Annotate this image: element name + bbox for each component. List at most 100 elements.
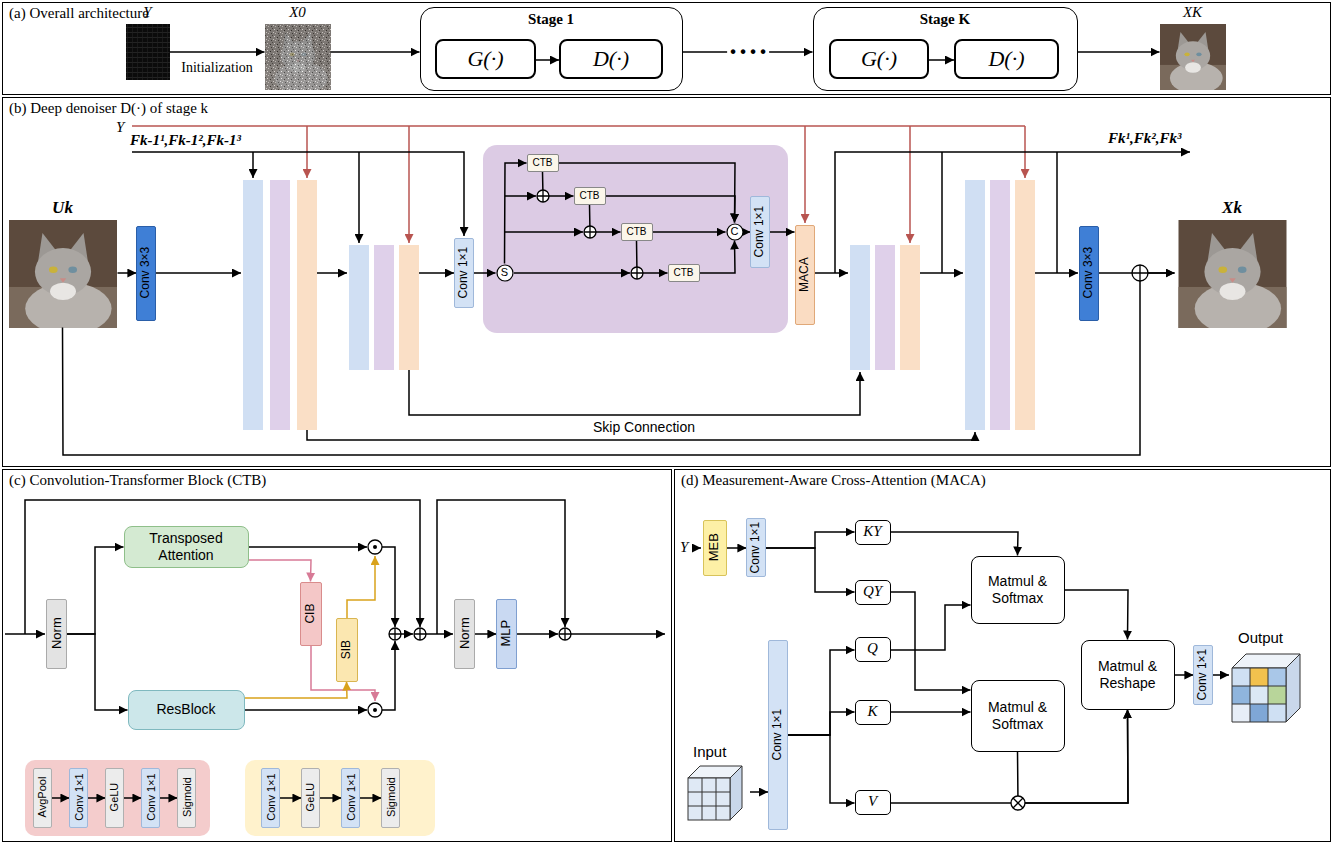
input-cube-side [730, 766, 742, 820]
feature-wire [835, 152, 1190, 273]
box-label: Norm [457, 618, 471, 650]
encoder-bar [349, 245, 369, 370]
connector-arrow [770, 231, 795, 233]
box-label: Conv 1×1 [771, 709, 784, 761]
connector-arrow [788, 735, 855, 803]
flow-wire [419, 272, 454, 274]
connector-arrow [929, 59, 954, 61]
box-label: Conv 3×3 [139, 247, 152, 299]
decoder-bar [990, 180, 1010, 430]
activation-box: Sigmoid [177, 768, 195, 828]
activation-box: GeLU [301, 768, 319, 828]
measurement-image [126, 24, 170, 80]
connector-arrow [788, 650, 855, 735]
connector-arrow [474, 272, 496, 274]
image-label: X0 [265, 3, 331, 21]
split-circle: S [496, 264, 514, 282]
box-label: G(·) [467, 46, 503, 71]
panel-title: (a) Overall architecture [9, 5, 149, 22]
skip-wire [409, 370, 860, 415]
conv-box: Conv 1×1 [69, 768, 87, 828]
sib-detail-strip [245, 760, 435, 836]
denoiser-module-box: D(·) [954, 39, 1059, 79]
output-image [1179, 220, 1287, 334]
add-symbol [559, 628, 571, 640]
connector-arrow [360, 797, 382, 799]
ctb-box: CTB [621, 223, 653, 241]
output-cube-cell [1250, 704, 1268, 722]
box-label: G(·) [861, 46, 897, 71]
box-label: CTB [674, 267, 694, 279]
connector-arrow [606, 196, 736, 223]
image-label: Uk [8, 199, 118, 217]
box-label: QY [863, 583, 882, 600]
initial-image-frame: X0 [265, 24, 331, 90]
feature-wire [132, 152, 464, 236]
add-symbol [559, 628, 571, 640]
image-label: XK [1160, 3, 1226, 21]
gate-wire [347, 556, 375, 618]
residual-wire [25, 500, 420, 634]
box-label: AvgPool [36, 777, 48, 818]
output-image [1160, 24, 1226, 94]
conv-box: Conv 1×1 [746, 518, 765, 578]
add-symbol [537, 190, 549, 202]
box-label: CTB [580, 190, 600, 202]
conv-box: Conv 1×1 [341, 768, 359, 828]
panel-title: (d) Measurement-Aware Cross-Attention (M… [681, 472, 986, 489]
measurement-wires [132, 126, 1025, 243]
stage-title: Stage 1 [421, 11, 682, 28]
box-label: K [867, 703, 877, 720]
panel-frame: (a) Overall architectureYX0Stage 1G(·)D(… [2, 2, 1331, 95]
box-label: Matmul & Reshape [1082, 658, 1174, 690]
key-box: KY [855, 520, 891, 545]
box-label: Conv 3×3 [1082, 247, 1095, 299]
box-label: Conv 1×1 [753, 206, 766, 258]
noise-overlay [265, 24, 331, 90]
box-label: S [501, 266, 508, 279]
measurement-wire [909, 126, 911, 243]
panel-title: (b) Deep denoiser D(·) of stage k [9, 100, 208, 117]
box-label: Conv 1×1 [344, 774, 356, 821]
connector-arrow [475, 633, 497, 635]
box-label: Q [867, 640, 878, 657]
activation-box: GeLU [105, 768, 123, 828]
flow-wire [571, 633, 665, 635]
conv-box: Conv 1×1 [141, 768, 159, 828]
box-label: KY [863, 523, 881, 540]
channel-interaction-box: CIB [300, 582, 322, 646]
resblock-box: ResBlock [128, 690, 245, 730]
circle-shape [497, 265, 513, 281]
box-label: GeLU [108, 783, 120, 812]
connector-arrow [88, 797, 106, 799]
box-label: MEB [707, 533, 721, 561]
connector-arrow [52, 797, 70, 799]
decoder-bar [1015, 180, 1035, 430]
matmul-box: Matmul & Softmax [971, 556, 1065, 624]
panel-frame: (b) Deep denoiser D(·) of stage kUkConv … [2, 97, 1331, 467]
stage-title: Stage K [814, 11, 1077, 28]
input-image [9, 220, 117, 334]
gradient-module-box: G(·) [435, 39, 536, 79]
input-cube-front [688, 778, 730, 820]
encoder-bar [270, 180, 290, 430]
connector-arrow [170, 51, 265, 53]
conv-box: Conv 1×1 [454, 238, 473, 308]
connector-arrow [1175, 674, 1194, 676]
connector-arrow [700, 241, 736, 274]
add-symbol [1132, 265, 1148, 281]
box-label: Sigmoid [180, 778, 192, 818]
edge-label: Initialization [178, 60, 256, 76]
output-cube-cell [1232, 686, 1250, 704]
box-label: Transposed Attention [125, 530, 248, 562]
stage-box: Stage 1G(·)D(·) [420, 7, 683, 91]
decoder-bar [850, 245, 870, 370]
connector-arrow [67, 547, 124, 634]
connector-arrow [124, 797, 142, 799]
matmul-symbol [1011, 796, 1025, 810]
add-symbol [631, 267, 643, 279]
measurement-wire [132, 125, 1025, 127]
matmul-box: Matmul & Reshape [1081, 640, 1175, 710]
bottleneck-region [483, 145, 788, 333]
connector-arrow [559, 163, 736, 223]
